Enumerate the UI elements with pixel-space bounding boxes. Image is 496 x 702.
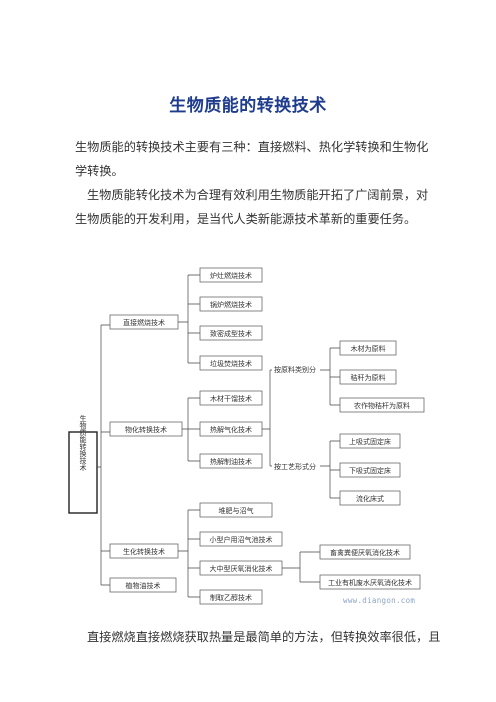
node-wood-distillation: 木材干馏技术	[210, 394, 252, 403]
node-industrial-wastewater: 工业有机废水厌氧消化技术	[328, 578, 412, 587]
label-by-material: 按原料类别分	[274, 365, 316, 374]
branch-label: 直接燃烧技术	[123, 318, 165, 327]
label-by-process: 按工艺形式分	[274, 462, 316, 471]
node-stove-combustion: 炉灶燃烧技术	[210, 271, 252, 280]
branch-label: 生化转换技术	[123, 547, 165, 556]
root-label: 生物质能转换技术	[79, 414, 87, 472]
paragraph-direct-combustion: 直接燃烧直接燃烧获取热量是最简单的方法，但转换效率很低，且	[87, 630, 441, 644]
paragraph-intro: 生物质能的转换技术主要有三种：直接燃料、热化学转换和生物化学转换。	[75, 140, 429, 178]
node-livestock-manure: 畜禽粪便厌氧消化技术	[330, 548, 400, 557]
node-household-biogas: 小型户用沼气池技术	[210, 535, 273, 544]
paragraph-prospect: 生物质能转化技术为合理有效利用生物质能开拓了广阔前景，对生物质能的开发利用，是当…	[75, 188, 429, 226]
node-pyrolysis-oil: 热解制油技术	[210, 457, 252, 466]
node-fluidized-bed: 流化床式	[356, 494, 384, 503]
watermark: www.diangon.com	[343, 596, 416, 605]
branch-label: 物化转换技术	[125, 425, 167, 434]
node-boiler-combustion: 锅炉燃烧技术	[210, 300, 252, 309]
node-waste-incineration: 垃圾焚烧技术	[210, 359, 252, 368]
node-updraft-bed: 上吸式固定床	[349, 437, 391, 446]
node-straw-material: 秸秆为原料	[351, 373, 386, 382]
node-compost-biogas: 堆肥与沼气	[219, 506, 254, 515]
branch-label: 植物油技术	[126, 581, 161, 590]
node-pyrolysis-gasification: 热解气化技术	[210, 425, 252, 434]
root-node	[68, 431, 98, 514]
branch-plant-oil	[109, 577, 177, 593]
node-large-anaerobic: 大中型厌氧消化技术	[210, 564, 273, 573]
node-ethanol: 制取乙醇技术	[210, 593, 252, 602]
node-briquetting: 致密成型技术	[210, 329, 252, 338]
node-crop-straw-material: 农作物秸杆为原料	[354, 401, 410, 410]
node-downdraft-bed: 下吸式固定床	[349, 466, 391, 475]
conversion-tree-diagram: 生物质能转换技术 直接燃烧技术 物化转换技术 生化转换技术 植物油技术 炉灶燃烧…	[68, 267, 425, 605]
node-wood-material: 木材为原料	[351, 344, 386, 353]
page-title: 生物质能的转换技术	[169, 96, 327, 116]
